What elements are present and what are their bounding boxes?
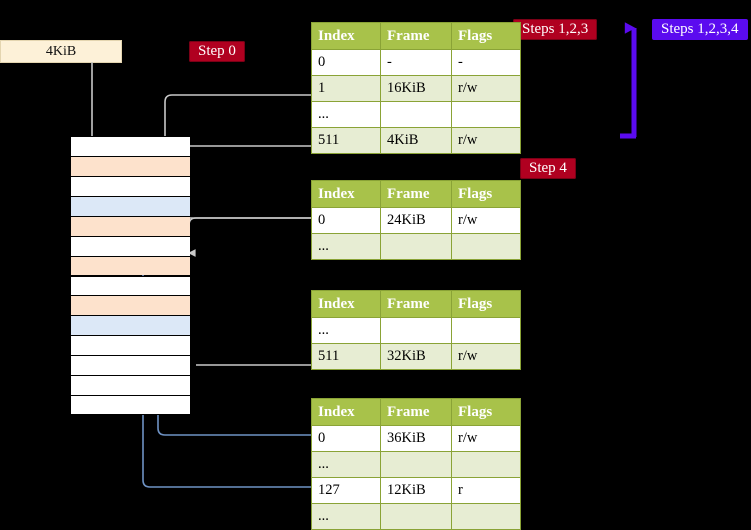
table-cell: 1 [311,75,381,102]
memory-frame-row [71,335,190,356]
table-row: ... [311,503,521,530]
table-cell: 12KiB [380,477,452,504]
frame-size-box: 4KiB [0,40,122,63]
table-cell: 511 [311,127,381,154]
table-cell: 511 [311,343,381,370]
table-row: ... [311,317,521,344]
physical-memory-grid [71,136,190,415]
table-cell [380,101,452,128]
table-cell [451,317,521,344]
table-cell: 127 [311,477,381,504]
column-header-flags: Flags [451,22,521,50]
column-header-index: Index [311,398,381,426]
column-header-index: Index [311,22,381,50]
badge-step0: Step 0 [189,41,245,62]
memory-frame-row [71,295,190,316]
table-cell [380,317,452,344]
table-cell [380,503,452,530]
column-header-frame: Frame [380,22,452,50]
memory-frame-row [71,375,190,396]
memory-frame-row [71,155,190,176]
table-cell: 0 [311,207,381,234]
column-header-index: Index [311,290,381,318]
column-header-flags: Flags [451,180,521,208]
table-cell: - [451,49,521,76]
table-cell [451,101,521,128]
memory-frame-row [71,175,190,196]
badge-step4: Step 4 [520,158,576,179]
table-cell: 4KiB [380,127,452,154]
memory-frame-row [71,395,190,415]
memory-frame-row [71,136,190,156]
table-cell: r [451,477,521,504]
column-header-index: Index [311,180,381,208]
table-cell: 36KiB [380,425,452,452]
memory-frame-row [71,355,190,376]
memory-frame-row [71,195,190,216]
badge-steps-123: Steps 1,2,3 [513,19,598,40]
table-cell [380,451,452,478]
table-cell: 0 [311,49,381,76]
table-cell: ... [311,503,381,530]
table-cell: r/w [451,425,521,452]
table-cell [451,233,521,260]
table-cell: ... [311,451,381,478]
table-cell [451,503,521,530]
column-header-frame: Frame [380,398,452,426]
table-cell: ... [311,317,381,344]
table-row: ... [311,451,521,478]
table-cell: r/w [451,343,521,370]
table-cell: 0 [311,425,381,452]
memory-frame-row [71,235,190,256]
column-header-frame: Frame [380,180,452,208]
table-cell: 16KiB [380,75,452,102]
column-header-flags: Flags [451,290,521,318]
table-cell: ... [311,101,381,128]
table-cell: 32KiB [380,343,452,370]
table-cell [380,233,452,260]
column-header-frame: Frame [380,290,452,318]
table-cell: r/w [451,207,521,234]
memory-frame-row [71,215,190,236]
badge-steps-1234: Steps 1,2,3,4 [652,19,748,40]
table-cell: 24KiB [380,207,452,234]
memory-frame-row [71,315,190,336]
table-cell [451,451,521,478]
frame-size-label: 4KiB [45,43,77,59]
memory-frame-row [71,275,190,296]
table-cell: r/w [451,75,521,102]
table-cell: - [380,49,452,76]
table-cell: ... [311,233,381,260]
column-header-flags: Flags [451,398,521,426]
table-cell: r/w [451,127,521,154]
table-row: ... [311,101,521,128]
table-row: ... [311,233,521,260]
memory-frame-row [71,255,190,276]
table-row: 0-- [311,49,521,76]
